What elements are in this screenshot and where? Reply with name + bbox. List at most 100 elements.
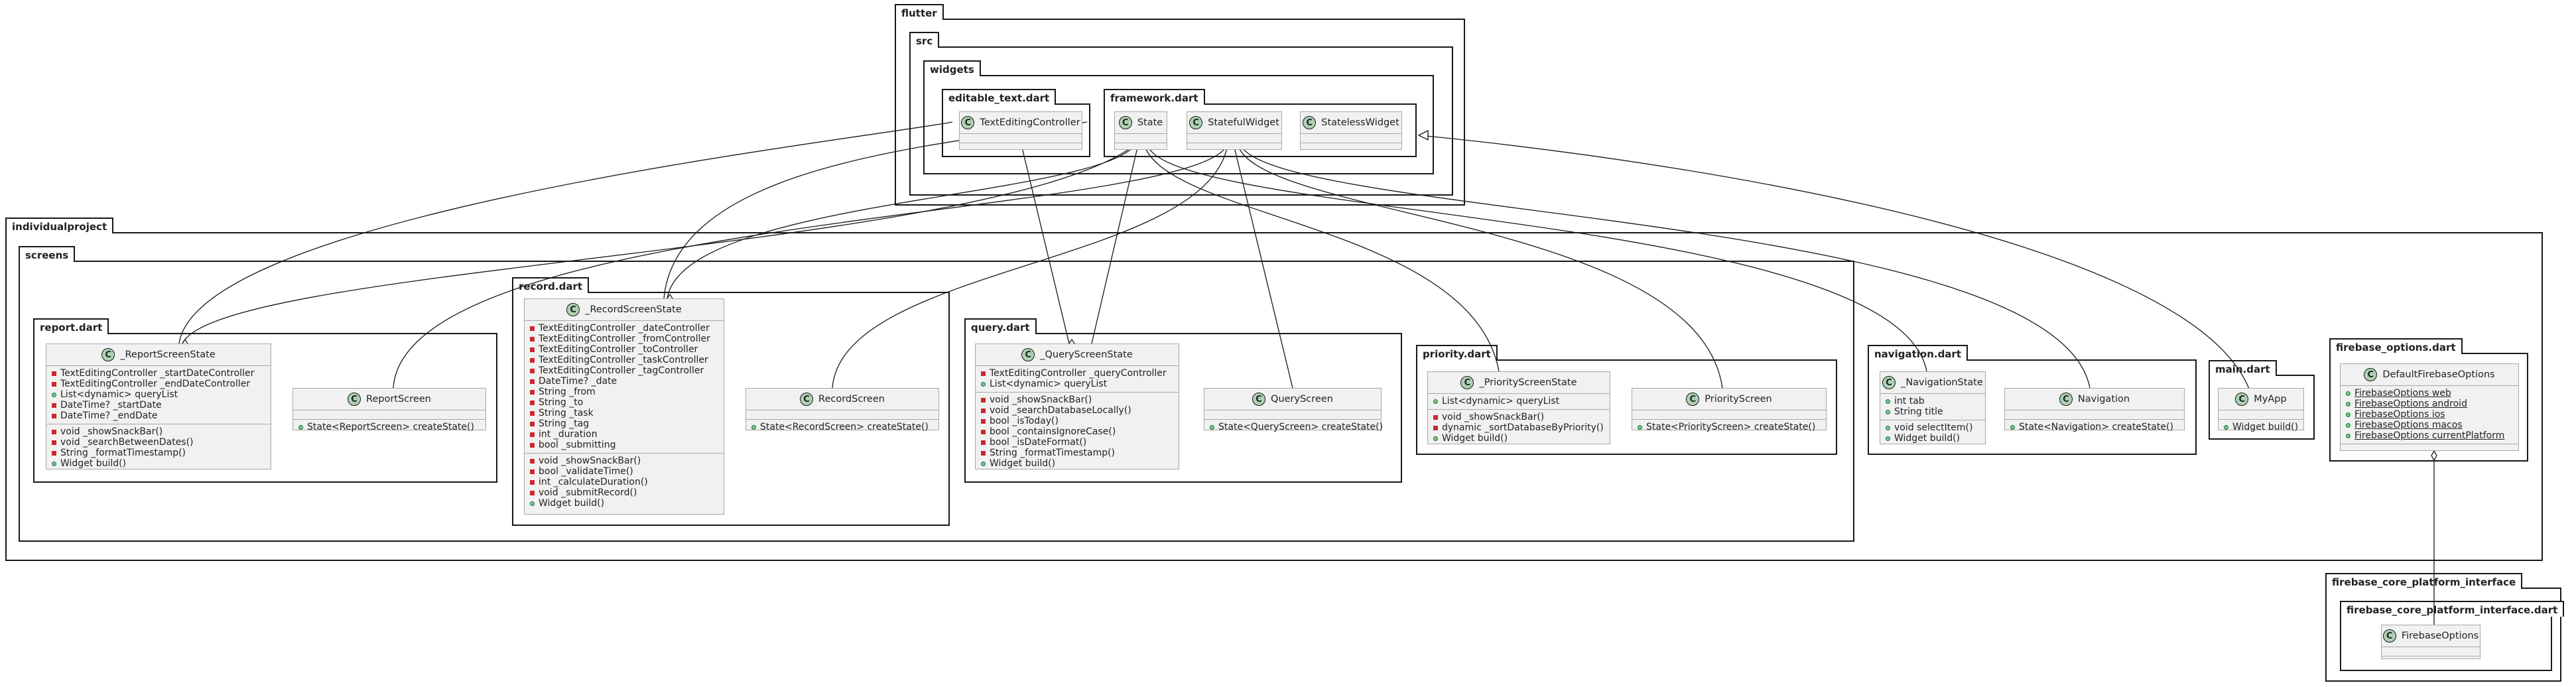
class-name: State xyxy=(1137,117,1163,128)
public-method-icon xyxy=(298,424,303,430)
private-field-icon xyxy=(530,347,535,352)
public-field-icon xyxy=(1886,409,1890,414)
static-field: FirebaseOptions android xyxy=(2354,399,2467,409)
private-field-icon xyxy=(530,410,535,416)
class-icon: C xyxy=(1460,376,1474,389)
class-icon: C xyxy=(1303,116,1317,129)
public-field-icon xyxy=(2346,401,2351,406)
class-record-screen-state: C _RecordScreenState TextEditingControlle… xyxy=(524,298,724,515)
method: Widget build() xyxy=(539,498,605,509)
method: void _showSnackBar() xyxy=(1442,412,1545,422)
public-field-icon xyxy=(1433,399,1438,404)
class-name: Navigation xyxy=(2077,394,2130,405)
field: String title xyxy=(1894,406,1943,417)
private-method-icon xyxy=(1433,414,1438,420)
private-method-icon xyxy=(981,408,986,413)
method: Widget build() xyxy=(990,458,1056,469)
class-text-editing-controller: C TextEditingController xyxy=(959,111,1082,150)
class-icon: C xyxy=(2364,368,2378,381)
package-tab-src: src xyxy=(909,32,940,48)
class-name: _QueryScreenState xyxy=(1040,349,1133,360)
class-icon: C xyxy=(2382,629,2396,643)
public-field-icon xyxy=(2346,391,2351,396)
package-tab-flutter: flutter xyxy=(895,4,944,20)
package-tab-widgets: widgets xyxy=(923,60,981,76)
class-name: _RecordScreenState xyxy=(585,304,682,315)
private-field-icon xyxy=(530,442,535,448)
private-method-icon xyxy=(52,450,56,456)
public-field-icon xyxy=(2346,422,2351,428)
class-navigation-state: C_NavigationState int tab String title v… xyxy=(1880,371,1986,444)
method: String _formatTimestamp() xyxy=(60,448,186,458)
private-method-icon xyxy=(981,440,986,445)
private-method-icon xyxy=(981,418,986,424)
method: void _showSnackBar() xyxy=(60,426,163,437)
field: List<dynamic> queryList xyxy=(990,379,1108,389)
private-field-icon xyxy=(52,413,56,418)
method: bool _validateTime() xyxy=(539,466,633,477)
package-tab-query: query.dart xyxy=(964,318,1037,334)
class-icon: C xyxy=(101,348,115,361)
public-field-icon xyxy=(2346,433,2351,438)
field: int _duration xyxy=(539,429,598,440)
class-name: MyApp xyxy=(2254,394,2287,405)
class-icon: C xyxy=(961,116,975,129)
method: void _showSnackBar() xyxy=(539,456,641,466)
field: List<dynamic> queryList xyxy=(60,389,178,400)
class-icon: C xyxy=(1189,116,1203,129)
method: Widget build() xyxy=(2232,422,2299,432)
public-method-icon xyxy=(1638,424,1642,430)
package-tab-individualproject: individualproject xyxy=(5,218,114,233)
static-field: FirebaseOptions ios xyxy=(2354,409,2445,420)
field: String _to xyxy=(539,397,584,408)
public-field-icon xyxy=(981,381,986,387)
field: bool _submitting xyxy=(539,440,616,450)
class-name: StatefulWidget xyxy=(1208,117,1279,128)
class-name: DefaultFirebaseOptions xyxy=(2382,369,2495,380)
private-field-icon xyxy=(530,326,535,331)
method: void _searchDatabaseLocally() xyxy=(990,405,1131,416)
private-method-icon xyxy=(530,479,535,485)
class-icon: C xyxy=(566,303,580,316)
method: State<QueryScreen> createState() xyxy=(1218,422,1384,432)
class-name: _NavigationState xyxy=(1901,377,1983,388)
field: TextEditingController _tagController xyxy=(539,365,704,376)
field: String _task xyxy=(539,408,594,418)
static-field: FirebaseOptions web xyxy=(2354,388,2451,399)
package-tab-firebase-options: firebase_options.dart xyxy=(2329,338,2463,354)
field: List<dynamic> queryList xyxy=(1442,396,1560,406)
private-method-icon xyxy=(981,397,986,403)
method: void _submitRecord() xyxy=(539,487,637,498)
public-method-icon xyxy=(2010,424,2015,430)
field: TextEditingController _queryController xyxy=(990,368,1167,379)
public-method-icon xyxy=(751,424,756,430)
private-field-icon xyxy=(530,389,535,395)
field: TextEditingController _startDateControll… xyxy=(60,368,255,379)
private-method-icon xyxy=(1433,425,1438,430)
private-method-icon xyxy=(530,469,535,474)
class-name: TextEditingController xyxy=(980,117,1080,128)
public-method-icon xyxy=(981,461,986,466)
private-method-icon xyxy=(52,429,56,434)
field: TextEditingController _dateController xyxy=(539,323,710,334)
class-icon: C xyxy=(1252,393,1266,406)
class-icon: C xyxy=(1021,348,1035,361)
public-method-icon xyxy=(1886,425,1890,430)
class-report-screen-state: C_ReportScreenState TextEditingControlle… xyxy=(46,344,271,469)
method: void _searchBetweenDates() xyxy=(60,437,194,448)
public-method-icon xyxy=(2224,424,2228,430)
class-name: RecordScreen xyxy=(818,394,885,405)
class-name: PriorityScreen xyxy=(1705,394,1772,405)
class-query-screen-state: C _QueryScreenState TextEditingController… xyxy=(975,344,1179,469)
public-field-icon xyxy=(1886,399,1890,404)
static-field: FirebaseOptions macos xyxy=(2354,420,2463,430)
private-field-icon xyxy=(52,371,56,376)
